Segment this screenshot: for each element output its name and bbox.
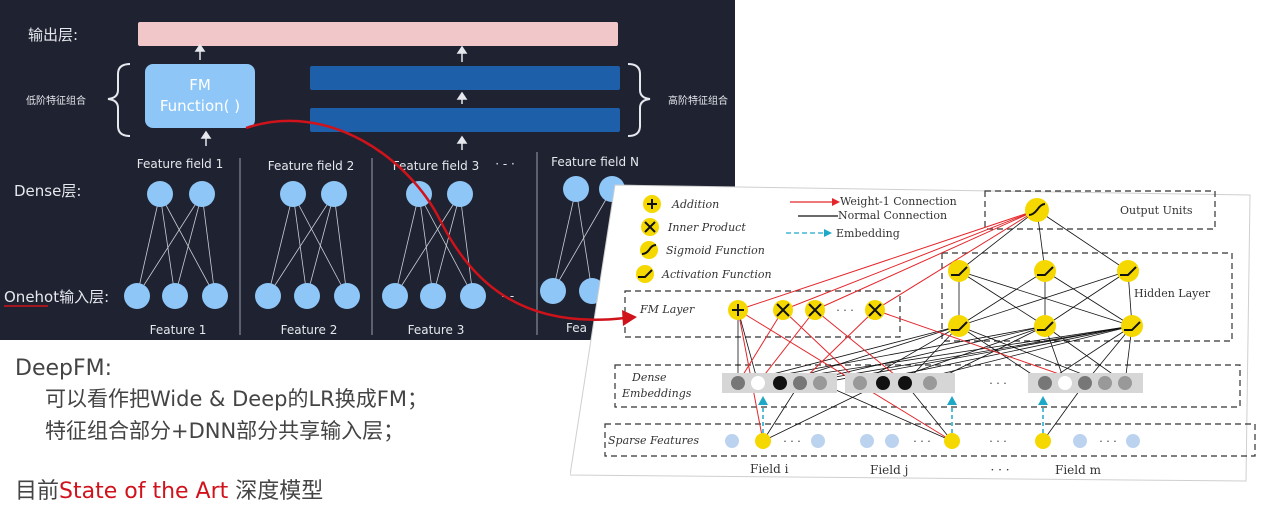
state-highlight: State of the Art [59,479,229,504]
deepfm-network-figure: Addition Inner Product Sigmoid Function … [569,183,1260,483]
feature-label-n: Fea [566,321,587,335]
legend-normal: Normal Connection [838,209,947,222]
state-prefix: 目前 [15,479,60,504]
right-diagram-svg: Addition Inner Product Sigmoid Function … [569,184,1256,482]
field-separators [239,152,538,335]
dense-dots: · · · [989,377,1006,390]
embedding-arrows [762,403,1044,433]
dense-embeddings-label-1: Dense [631,371,667,384]
dense-layer-label: Dense层: [14,182,81,200]
weight1-connections [737,209,1086,442]
hidden-layer-nodes [948,260,1143,337]
sparse-dots-1: · · · [783,435,800,448]
left-brace [107,63,131,137]
output-layer-bar [138,22,618,46]
arrowhead [622,310,637,326]
layer-boxes [604,190,1256,457]
legend-inner-product: Inner Product [667,221,746,234]
activation-icon [636,265,654,283]
sparse-dots-4: · · · [1099,435,1116,448]
sparse-features-label: Sparse Features [608,434,699,447]
dense-embeddings-label-2: Embeddings [621,387,692,400]
field-label-n: Feature field N [551,155,639,169]
fm-function-box [145,64,255,128]
dnn-hidden-bar-top [310,66,620,90]
fm-box-line2: Function( ) [160,97,240,115]
feature-label-2: Feature 2 [281,323,338,337]
field-label-1: Feature field 1 [137,157,224,171]
low-order-label: 低阶特征组合 [26,94,86,107]
high-order-label: 高阶特征组合 [668,94,728,107]
output-layer-label: 输出层: [28,26,78,44]
up-arrows [194,43,468,150]
fm-layer-nodes: · · · [728,300,885,320]
description-line-1: 可以看作把Wide & Deep的LR换成FM； [45,387,428,411]
legend: Addition Inner Product Sigmoid Function … [636,195,957,283]
field-m-label: Field m [1055,463,1102,477]
field-label-3: Feature field 3 [393,159,480,173]
legend-weight1: Weight-1 Connection [840,195,957,208]
legend-addition: Addition [671,198,719,211]
dense-connections [136,188,613,297]
figure-paper [569,184,1251,482]
legend-activation: Activation Function [661,268,772,281]
fm-layer-label: FM Layer [639,303,695,316]
feature-label-1: Feature 1 [150,323,207,337]
state-suffix: 深度模型 [228,479,324,504]
right-brace [627,63,651,137]
dnn-hidden-bar-bottom [310,108,620,132]
deepfm-architecture-panel: FM Function( ) 输出层: 低阶特征组合 高阶特征组合 Dense层… [0,0,735,340]
field-dots: · - · [495,157,515,171]
fm-dots: · · · [836,304,853,317]
legend-embedding: Embedding [836,227,900,240]
embedding-arrowheads [758,396,1048,405]
dense-nodes [147,176,625,207]
output-units-label: Output Units [1120,204,1193,217]
onehot-layer-label: Onehot输入层: [4,288,109,306]
deepfm-title: DeepFM: [15,356,113,381]
description-line-2: 特征组合部分+DNN部分共享输入层； [45,419,405,443]
dense-embedding-groups: · · · [722,373,1143,393]
description-text: DeepFM: 可以看作把Wide & Deep的LR换成FM； 特征组合部分+… [15,356,428,505]
hidden-layer-label: Hidden Layer [1134,287,1211,300]
field-label-2: Feature field 2 [268,159,355,173]
feature-label-3: Feature 3 [408,323,465,337]
fm-to-fm-layer-arrow [245,119,626,321]
field-i-label: Field i [750,462,789,476]
sparse-dots-2: · · · [913,435,930,448]
sparse-feature-nodes: · · · · · · · · · · · · [725,433,1140,449]
fm-box-line1: FM [189,76,211,94]
legend-sigmoid: Sigmoid Function [666,244,765,257]
sparse-dots-3: · · · [989,435,1006,448]
state-of-art-line: 目前State of the Art 深度模型 [15,473,428,505]
field-j-label: Field j [870,463,908,477]
field-dots: · · · [990,463,1009,477]
